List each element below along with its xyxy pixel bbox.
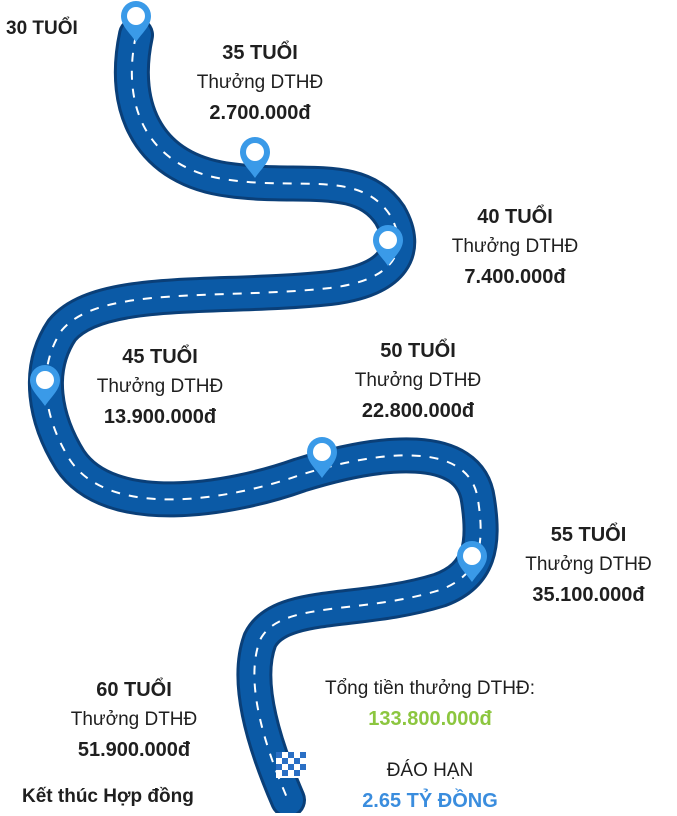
milestone-bonus-label: Thưởng DTHĐ bbox=[70, 709, 198, 730]
total-bonus-amount: 133.800.000đ bbox=[368, 708, 492, 730]
checkered-flag-icon bbox=[276, 752, 306, 778]
map-pin-icon bbox=[30, 365, 60, 406]
milestone-age: 50 TUỔI bbox=[380, 340, 456, 362]
milestone-bonus-label: Thưởng DTHĐ bbox=[354, 370, 482, 391]
milestone-age: 45 TUỔI bbox=[122, 346, 198, 368]
milestone-40: 40 TUỔI Thưởng DTHĐ 7.400.000đ bbox=[420, 202, 610, 292]
milestone-bonus-label: Thưởng DTHĐ bbox=[96, 376, 224, 397]
map-pin-icon bbox=[307, 437, 337, 478]
milestone-bonus-label: Thưởng DTHĐ bbox=[525, 554, 652, 575]
milestone-amount: 51.900.000đ bbox=[77, 739, 191, 761]
milestone-amount: 2.700.000đ bbox=[209, 102, 311, 124]
milestone-amount: 35.100.000đ bbox=[532, 584, 645, 606]
total-bonus-block: Tổng tiền thưởng DTHĐ: 133.800.000đ bbox=[275, 674, 585, 734]
milestone-age: 40 TUỔI bbox=[477, 206, 553, 228]
end-contract-label: Kết thúc Hợp đồng bbox=[22, 786, 194, 807]
milestone-amount: 7.400.000đ bbox=[464, 266, 566, 288]
maturity-label: ĐÁO HẠN bbox=[386, 760, 474, 781]
milestone-age: 60 TUỔI bbox=[96, 679, 172, 701]
total-bonus-label: Tổng tiền thưởng DTHĐ: bbox=[325, 678, 535, 699]
milestone-45: 45 TUỔI Thưởng DTHĐ 13.900.000đ bbox=[60, 342, 260, 432]
milestone-age: 35 TUỔI bbox=[222, 42, 298, 64]
milestone-amount: 22.800.000đ bbox=[361, 400, 475, 422]
milestone-amount: 13.900.000đ bbox=[103, 406, 217, 428]
road-center-dashes bbox=[45, 34, 482, 801]
milestone-age: 55 TUỔI bbox=[550, 524, 627, 546]
milestone-60: 60 TUỔI Thưởng DTHĐ 51.900.000đ bbox=[34, 675, 234, 765]
milestone-35: 35 TUỔI Thưởng DTHĐ 2.700.000đ bbox=[160, 38, 360, 128]
map-pin-icon bbox=[457, 541, 487, 582]
map-pin-icon bbox=[121, 1, 151, 42]
maturity-amount: 2.65 TỶ ĐỒNG bbox=[362, 790, 498, 812]
milestone-bonus-label: Thưởng DTHĐ bbox=[196, 72, 324, 93]
milestone-bonus-label: Thưởng DTHĐ bbox=[451, 236, 579, 257]
map-pin-icon bbox=[373, 225, 403, 266]
start-age-label: 30 TUỔI bbox=[6, 18, 78, 39]
maturity-block: ĐÁO HẠN 2.65 TỶ ĐỒNG bbox=[330, 756, 530, 816]
milestone-50: 50 TUỔI Thưởng DTHĐ 22.800.000đ bbox=[318, 336, 518, 426]
map-pin-icon bbox=[240, 137, 270, 178]
milestone-55: 55 TUỔI Thưởng DTHĐ 35.100.000đ bbox=[500, 520, 677, 610]
